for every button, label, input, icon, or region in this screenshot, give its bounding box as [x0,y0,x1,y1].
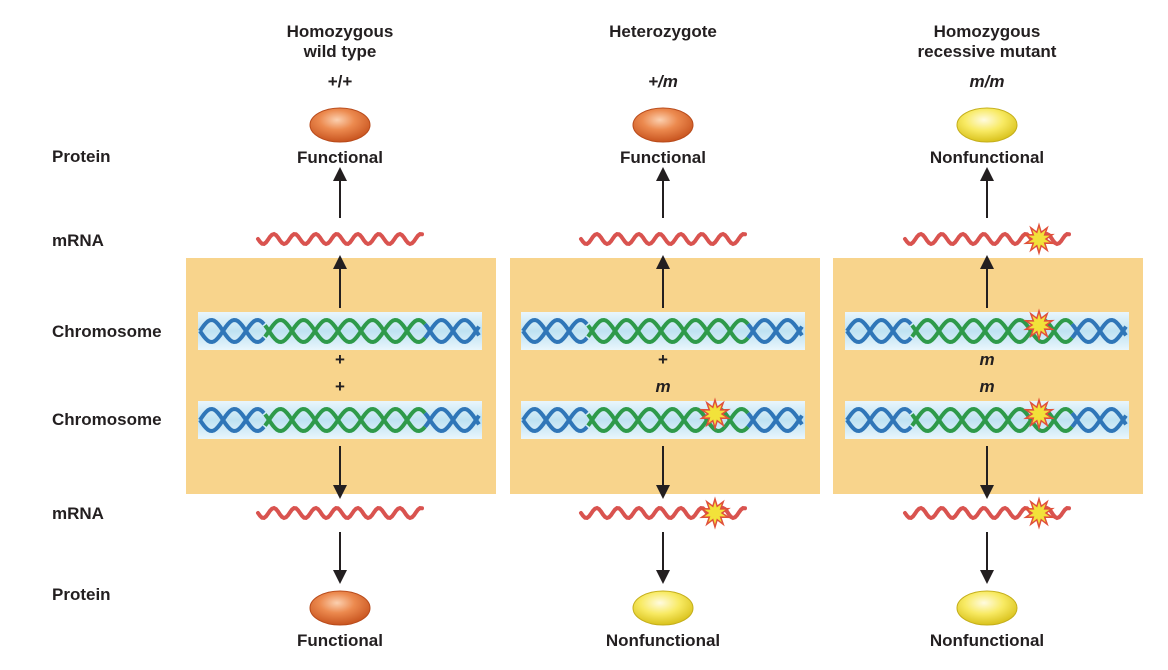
row-label-mrna-top: mRNA [52,231,104,250]
chromosome-1-column-1 [198,312,482,350]
chromosome-2-column-3-strand-b-2 [1070,406,1128,434]
column-2-top-protein-status: Functional [620,148,706,167]
row-label-chromosome-1: Chromosome [52,322,162,341]
column-3-top-protein-status: Nonfunctional [929,148,1045,167]
chromosome-2-column-2-strand-b-0 [521,406,589,434]
mutation-star-mrna-top-column-3 [1023,222,1055,256]
mutation-star-mrna-bottom-column-2 [699,496,731,530]
chromosome-1-column-3-strand-b-2 [1070,317,1128,345]
row-label-protein-top: Protein [52,147,111,166]
chromosome-2-column-3 [845,401,1129,439]
chromosome-2-column-1-strand-b-2 [423,406,481,434]
column-1-genotype: +/+ [327,72,353,91]
mrna-top-column-2 [579,231,747,247]
column-2-bottom-protein-status: Nonfunctional [605,631,721,650]
column-2-allele-2: m [655,377,671,396]
chromosome-2-column-1 [198,401,482,439]
chromosome-1-column-3 [845,312,1129,350]
column-3-allele-2: m [979,377,995,396]
column-3-title-line1: Homozygous [933,22,1041,41]
row-label-chromosome-2: Chromosome [52,410,162,429]
protein-top-column-3 [956,107,1018,143]
column-2-title-line1: Heterozygote [609,22,717,41]
chromosome-1-column-1-strand-b-1 [263,317,427,345]
protein-bottom-column-2 [632,590,694,626]
mrna-top-column-1 [256,231,424,247]
protein-top-column-2 [632,107,694,143]
chromosome-2-column-1-strand-b-1 [263,406,427,434]
mutation-star-chromosome-1-column-3 [1023,308,1055,342]
chromosome-2-column-2-strand-a-0 [521,406,589,434]
row-label-mrna-bottom: mRNA [52,504,104,523]
column-2-allele-1: + [658,350,668,369]
mutation-star-chromosome-2-column-3 [1023,397,1055,431]
column-3-allele-1: m [979,350,995,369]
column-1-allele-2: + [335,377,345,396]
chromosome-1-column-2-strand-b-2 [746,317,804,345]
column-2-genotype: +/m [648,72,678,91]
chromosome-1-column-2-strand-b-1 [586,317,750,345]
column-1-title-line1: Homozygous [286,22,394,41]
chromosome-1-column-3-strand-a-0 [845,317,913,345]
column-3-title-line2: recessive mutant [917,42,1057,61]
chromosome-1-column-1-strand-a-0 [198,317,266,345]
chromosome-2-column-3-strand-a-0 [845,406,913,434]
chromosome-1-column-3-strand-b-0 [845,317,913,345]
column-3-genotype: m/m [969,72,1005,91]
chromosome-2-column-2 [521,401,805,439]
column-1-allele-1: + [335,350,345,369]
protein-bottom-column-3 [956,590,1018,626]
mrna-bottom-column-1 [256,505,424,521]
mutation-star-mrna-bottom-column-3 [1023,496,1055,530]
row-label-protein-bottom: Protein [52,585,111,604]
panel-column-2 [510,258,820,494]
column-1-title-line2: wild type [303,42,377,61]
chromosome-1-column-1-strand-b-0 [198,317,266,345]
column-3-bottom-protein-status: Nonfunctional [929,631,1045,650]
chromosome-1-column-2-strand-a-0 [521,317,589,345]
chromosome-2-column-2-strand-b-2 [746,406,804,434]
mutation-star-chromosome-2-column-2 [699,397,731,431]
chromosome-1-column-2 [521,312,805,350]
chromosome-1-column-1-strand-b-2 [423,317,481,345]
protein-top-column-1 [309,107,371,143]
column-1-bottom-protein-status: Functional [297,631,383,650]
protein-bottom-column-1 [309,590,371,626]
column-1-top-protein-status: Functional [297,148,383,167]
chromosome-2-column-3-strand-b-0 [845,406,913,434]
chromosome-1-column-2-strand-b-0 [521,317,589,345]
chromosome-2-column-1-strand-b-0 [198,406,266,434]
chromosome-2-column-1-strand-a-0 [198,406,266,434]
